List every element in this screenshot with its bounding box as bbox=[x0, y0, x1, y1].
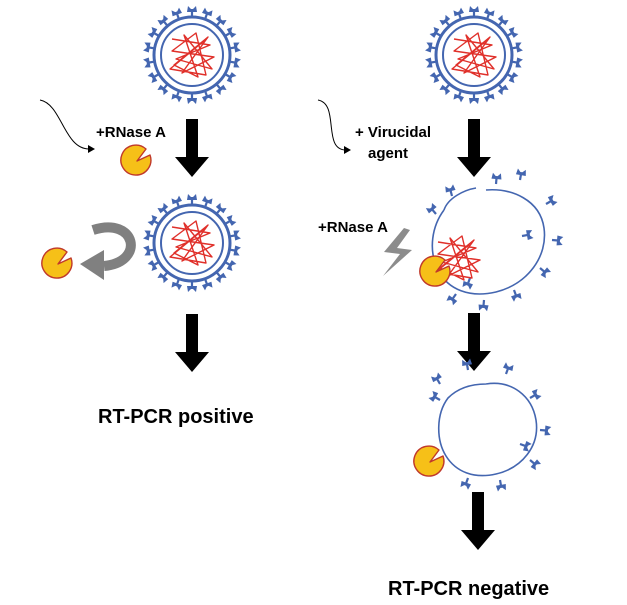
thin-arrow-head-right bbox=[344, 146, 351, 154]
thin-arrow-head-left bbox=[88, 145, 95, 153]
rnase-enzyme-icon-right-bottom bbox=[413, 445, 445, 477]
virus-intact-icon-middle-left bbox=[143, 194, 241, 292]
lightning-bolt-icon bbox=[383, 228, 412, 276]
virucidal-label-line1: + Virucidal bbox=[355, 124, 431, 141]
down-arrow-icon-left-1 bbox=[175, 119, 209, 177]
rnase-enzyme-icon-left-repelled bbox=[41, 247, 73, 279]
virus-intact-icon-top-left bbox=[143, 6, 241, 104]
virus-intact-icon-top-right bbox=[425, 6, 523, 104]
curved-return-arrow-icon bbox=[80, 222, 136, 280]
virucidal-label-line2: agent bbox=[368, 145, 408, 162]
virus-disrupted-icon-2 bbox=[426, 357, 553, 493]
rnase-enzyme-icon-right-attacking bbox=[419, 255, 451, 287]
rnase-label-right: +RNase A bbox=[318, 219, 388, 236]
thin-curved-arrow-left bbox=[39, 99, 91, 150]
thin-curved-arrow-right bbox=[317, 99, 347, 151]
rnase-label-left: +RNase A bbox=[96, 124, 166, 141]
down-arrow-icon-right-2 bbox=[457, 313, 491, 371]
result-positive-label: RT-PCR positive bbox=[98, 406, 254, 428]
rnase-enzyme-icon-left-top bbox=[120, 144, 152, 176]
down-arrow-icon-left-2 bbox=[175, 314, 209, 372]
virus-disrupted-icon-1 bbox=[423, 167, 565, 313]
down-arrow-icon-right-3 bbox=[461, 492, 495, 550]
down-arrow-icon-right-1 bbox=[457, 119, 491, 177]
result-negative-label: RT-PCR negative bbox=[388, 578, 549, 600]
